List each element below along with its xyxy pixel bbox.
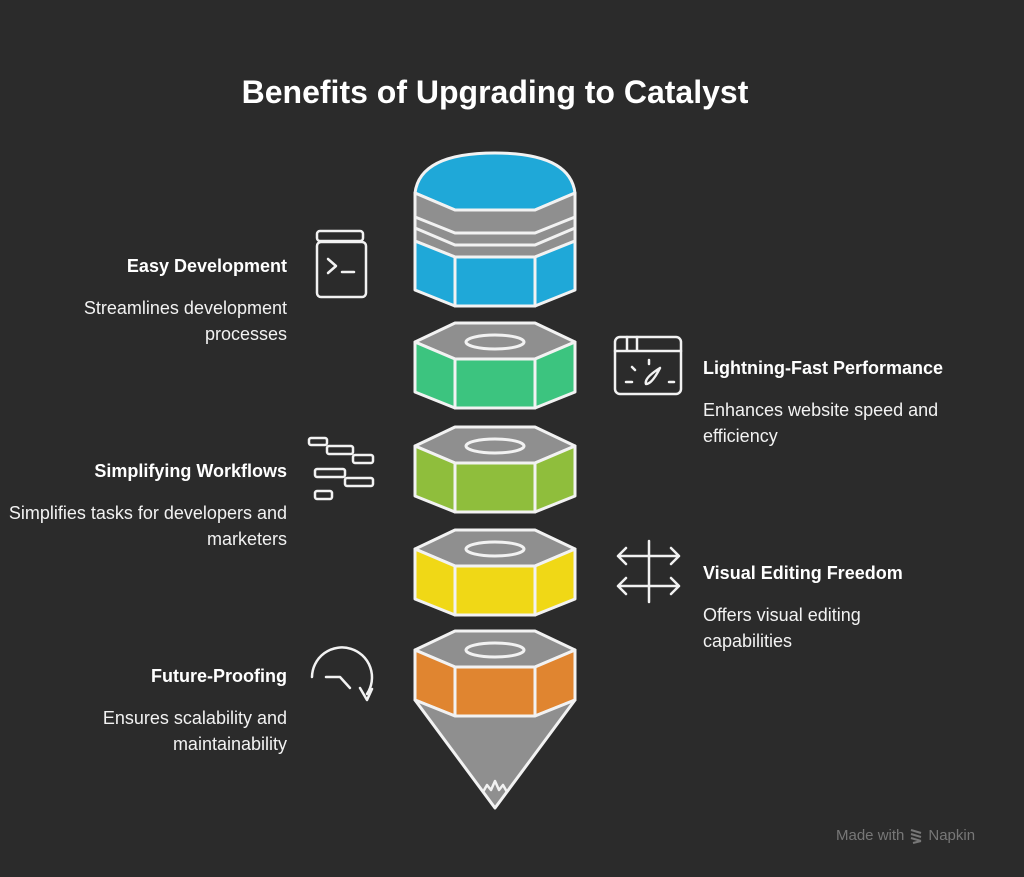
benefit-heading: Future-Proofing xyxy=(151,666,287,686)
benefit-lightning-fast-performance: Lightning-Fast Performance Enhances webs… xyxy=(703,357,993,449)
benefit-heading: Visual Editing Freedom xyxy=(703,563,903,583)
napkin-logo-icon xyxy=(911,828,922,844)
stack-segment-visual-editing-freedom xyxy=(413,528,577,617)
move-arrows-icon xyxy=(616,539,681,604)
benefit-description: Simplifies tasks for developers and mark… xyxy=(8,503,287,549)
benefit-visual-editing-freedom: Visual Editing Freedom Offers visual edi… xyxy=(703,562,923,654)
stack-segment-easy-development xyxy=(413,151,577,308)
benefit-heading: Easy Development xyxy=(126,256,287,276)
pencil-tip xyxy=(413,698,577,810)
benefit-description: Enhances website speed and efficiency xyxy=(703,400,939,446)
made-with-label: Made with xyxy=(836,827,905,844)
benefit-heading: Lightning-Fast Performance xyxy=(703,358,944,378)
stack-segment-simplifying-workflows xyxy=(413,425,577,514)
napkin-brand: Napkin xyxy=(928,827,976,844)
benefit-description: Ensures scalability and maintainability xyxy=(102,708,287,754)
napkin-watermark: Made with Napkin xyxy=(836,827,975,844)
benefit-easy-development: Easy Development Streamlines development… xyxy=(7,255,287,347)
benefit-heading: Simplifying Workflows xyxy=(94,461,287,481)
benefit-future-proofing: Future-Proofing Ensures scalability and … xyxy=(7,665,287,757)
benefit-simplifying-workflows: Simplifying Workflows Simplifies tasks f… xyxy=(7,460,287,552)
benefit-description: Offers visual editing capabilities xyxy=(703,605,861,651)
diagram-title: Benefits of Upgrading to Catalyst xyxy=(241,74,749,110)
rotate-clock-icon xyxy=(310,646,374,702)
terminal-book-icon xyxy=(315,229,368,299)
benefit-description: Streamlines development processes xyxy=(83,298,287,344)
stack-segment-lightning-fast-performance xyxy=(413,321,577,410)
speed-gauge-icon xyxy=(613,335,683,396)
stack-segment-future-proofing xyxy=(413,629,577,718)
gantt-steps-icon xyxy=(307,436,375,501)
